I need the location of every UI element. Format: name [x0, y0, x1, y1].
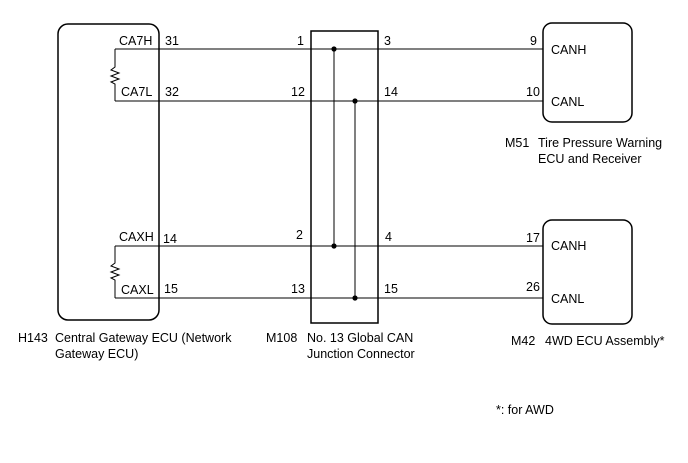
junction-name-line1: No. 13 Global CAN: [307, 331, 414, 345]
splice-dot-l1: [352, 98, 358, 104]
awd-signal-canl: CANL: [551, 292, 585, 306]
junction-pin-2: 2: [296, 228, 303, 242]
junction-pin-4: 4: [385, 230, 392, 244]
gateway-signal-ca7l: CA7L: [121, 85, 153, 99]
tpms-name-line2: ECU and Receiver: [538, 152, 642, 166]
tpms-signal-canh: CANH: [551, 43, 587, 57]
resistor-ca7-icon: [109, 49, 121, 101]
tpms-ecu-box: [542, 22, 633, 123]
resistor-cax-icon: [109, 246, 121, 298]
splice-dot-h2: [331, 243, 337, 249]
junction-name-line2: Junction Connector: [307, 347, 415, 361]
junction-pin-15: 15: [384, 282, 398, 296]
splice-dot-l2: [352, 295, 358, 301]
splice-dot-h1: [331, 46, 337, 52]
gateway-name-line2: Gateway ECU): [55, 347, 139, 361]
junction-pin-13: 13: [291, 282, 305, 296]
junction-code: M108: [266, 331, 298, 345]
tpms-signal-canl: CANL: [551, 95, 585, 109]
tpms-code: M51: [505, 136, 530, 150]
gateway-ecu-box: [57, 23, 160, 321]
footnote: *: for AWD: [496, 403, 554, 417]
junction-pin-1: 1: [297, 34, 304, 48]
tpms-pin-10: 10: [526, 85, 540, 99]
junction-pin-3: 3: [384, 34, 391, 48]
junction-pin-14: 14: [384, 85, 398, 99]
junction-connector-box: [310, 30, 379, 324]
gateway-name-line1: Central Gateway ECU (Network: [55, 331, 232, 345]
gateway-code: H143: [18, 331, 48, 345]
gateway-signal-caxh: CAXH: [119, 230, 154, 244]
tpms-name-line1: Tire Pressure Warning: [538, 136, 663, 150]
awd-ecu-box: [542, 219, 633, 325]
gateway-pin-14: 14: [163, 232, 177, 246]
gateway-pin-32: 32: [165, 85, 179, 99]
awd-code: M42: [511, 334, 536, 348]
gateway-signal-caxl: CAXL: [121, 283, 154, 297]
gateway-signal-ca7h: CA7H: [119, 34, 153, 48]
awd-pin-17: 17: [526, 231, 540, 245]
gateway-pin-31: 31: [165, 34, 179, 48]
awd-pin-26: 26: [526, 280, 540, 294]
tpms-pin-9: 9: [530, 34, 537, 48]
awd-name: 4WD ECU Assembly*: [545, 334, 665, 348]
junction-pin-12: 12: [291, 85, 305, 99]
gateway-pin-15: 15: [164, 282, 178, 296]
awd-signal-canh: CANH: [551, 239, 587, 253]
